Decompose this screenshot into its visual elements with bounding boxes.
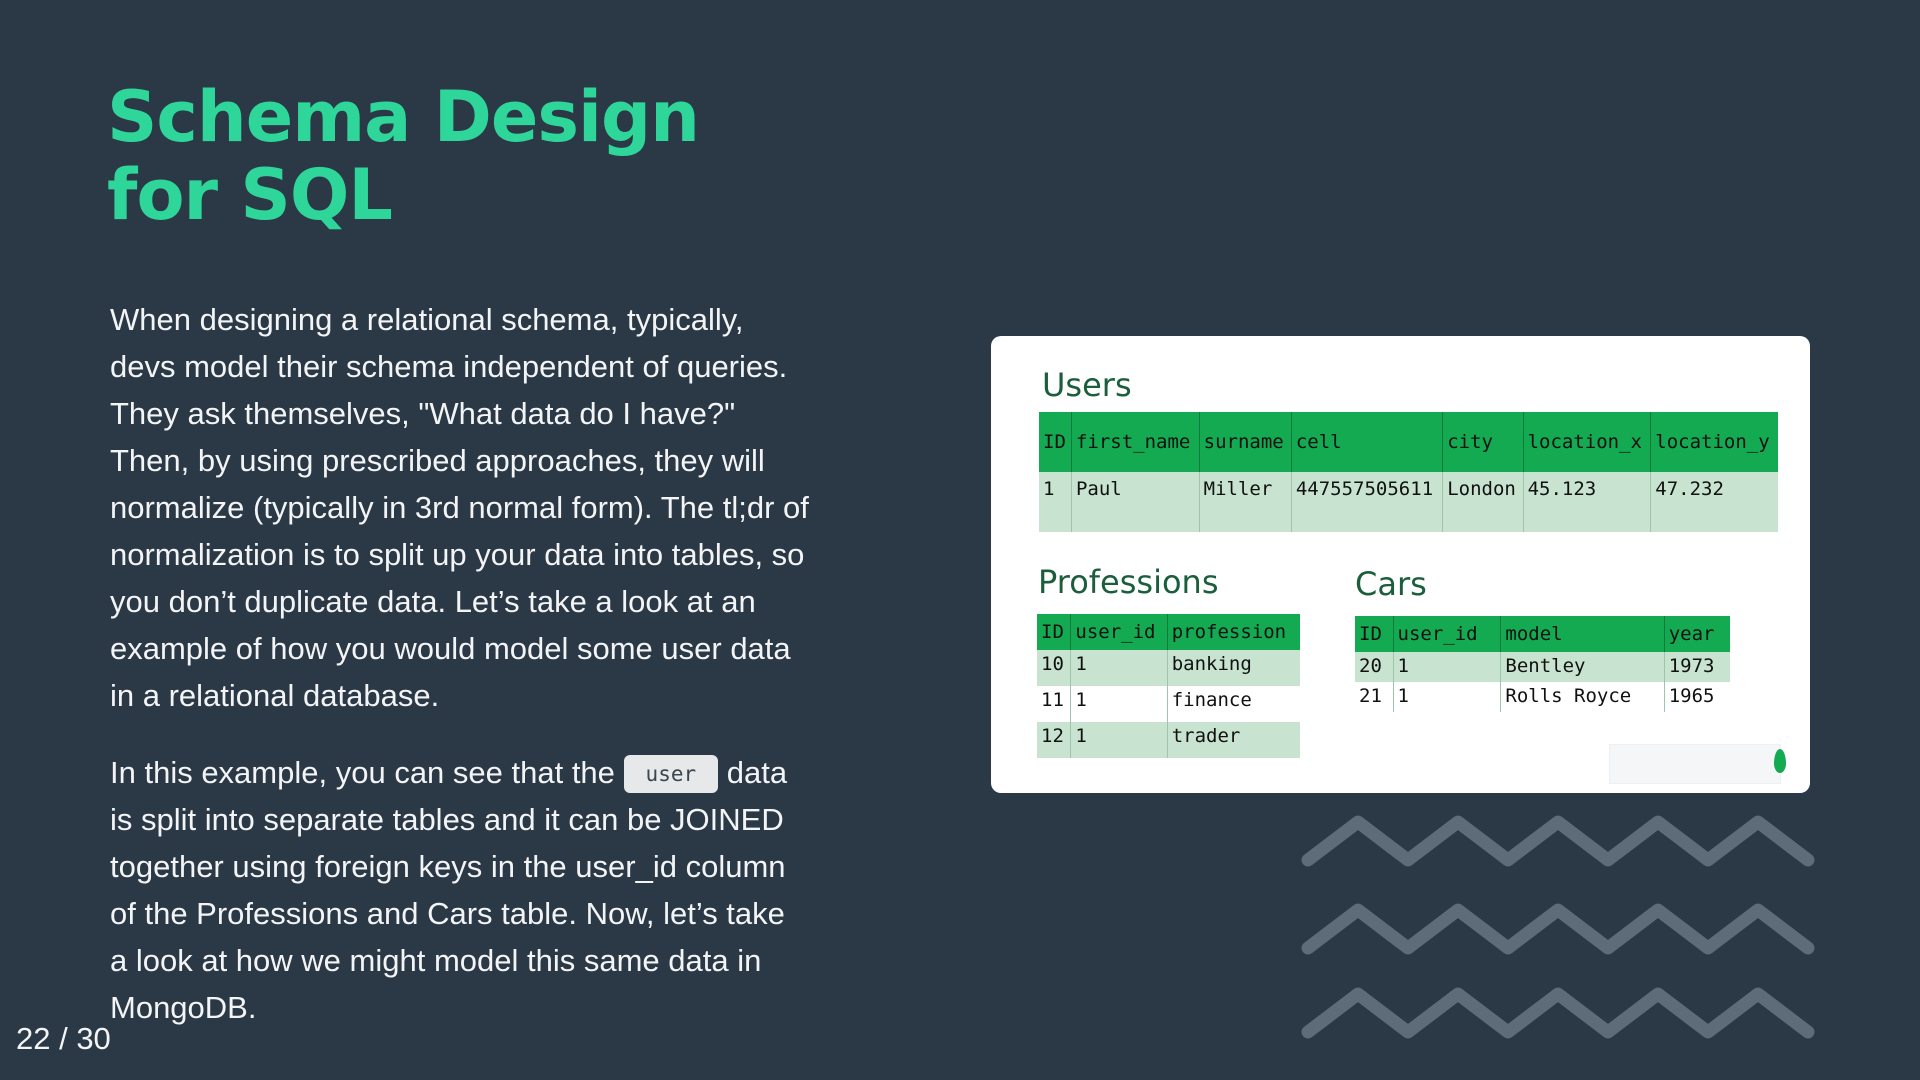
paragraph-example-start: In this example, you can see that the: [110, 755, 615, 790]
column-header: city: [1442, 412, 1524, 472]
table-cell: 1: [1393, 682, 1502, 712]
column-header: surname: [1199, 412, 1292, 472]
column-header: year: [1664, 616, 1730, 652]
table-cell: London: [1442, 472, 1524, 532]
table-cell: 20: [1355, 652, 1394, 682]
paragraph-example: In this example, you can see that the us…: [110, 749, 810, 1031]
column-header: ID: [1037, 614, 1072, 650]
column-header: cell: [1291, 412, 1444, 472]
slide-body: When designing a relational schema, typi…: [110, 296, 810, 1061]
table-cell: 1: [1070, 722, 1168, 758]
card-footer-bar: [1609, 744, 1781, 784]
table-cell: 45.123: [1523, 472, 1652, 532]
zigzag-line: [1301, 815, 1815, 867]
column-header: model: [1500, 616, 1665, 652]
zigzag-line: [1301, 903, 1815, 955]
table-cell: trader: [1167, 722, 1300, 758]
zigzag-decoration: [1301, 815, 1815, 1039]
table-cell: 1: [1039, 472, 1072, 532]
zigzag-line: [1301, 987, 1815, 1039]
table-cell: 10: [1037, 650, 1072, 686]
table-cell: finance: [1171, 689, 1252, 711]
table-cell: 21: [1355, 682, 1394, 712]
professions-table-title: Professions: [1038, 563, 1219, 601]
table-cell: 11: [1037, 686, 1072, 722]
table-cell: 1: [1070, 650, 1168, 686]
column-header: ID: [1039, 412, 1072, 472]
column-header: location_y: [1650, 412, 1778, 472]
table-cell: 1973: [1664, 652, 1730, 682]
users-table-title: Users: [1042, 366, 1132, 404]
table-cell: Rolls Royce: [1500, 682, 1665, 712]
table-cell: banking: [1167, 650, 1300, 686]
page-counter: 22 / 30: [16, 1021, 111, 1056]
slide-title: Schema Design for SQL: [107, 76, 700, 236]
column-header: user_id: [1393, 616, 1502, 652]
table-cell: 447557505611: [1291, 472, 1444, 532]
table-cell: Miller: [1199, 472, 1292, 532]
table-cell: 1965: [1668, 685, 1715, 707]
column-header: ID: [1355, 616, 1394, 652]
column-header: profession: [1167, 614, 1300, 650]
inline-code-user: user: [623, 755, 719, 793]
table-cell: 12: [1037, 722, 1072, 758]
table-cell: 47.232: [1650, 472, 1778, 532]
cars-table-title: Cars: [1355, 565, 1427, 603]
table-cell: Bentley: [1500, 652, 1665, 682]
paragraph-example-end: data is split into separate tables and i…: [110, 755, 788, 1025]
column-header: first_name: [1071, 412, 1200, 472]
column-header: location_x: [1523, 412, 1652, 472]
table-cell: Paul: [1071, 472, 1200, 532]
column-header: user_id: [1070, 614, 1168, 650]
table-cell: 1: [1393, 652, 1502, 682]
leaf-icon: [1774, 749, 1786, 773]
paragraph-normalization: When designing a relational schema, typi…: [110, 302, 809, 713]
table-cell: 1: [1070, 686, 1168, 722]
